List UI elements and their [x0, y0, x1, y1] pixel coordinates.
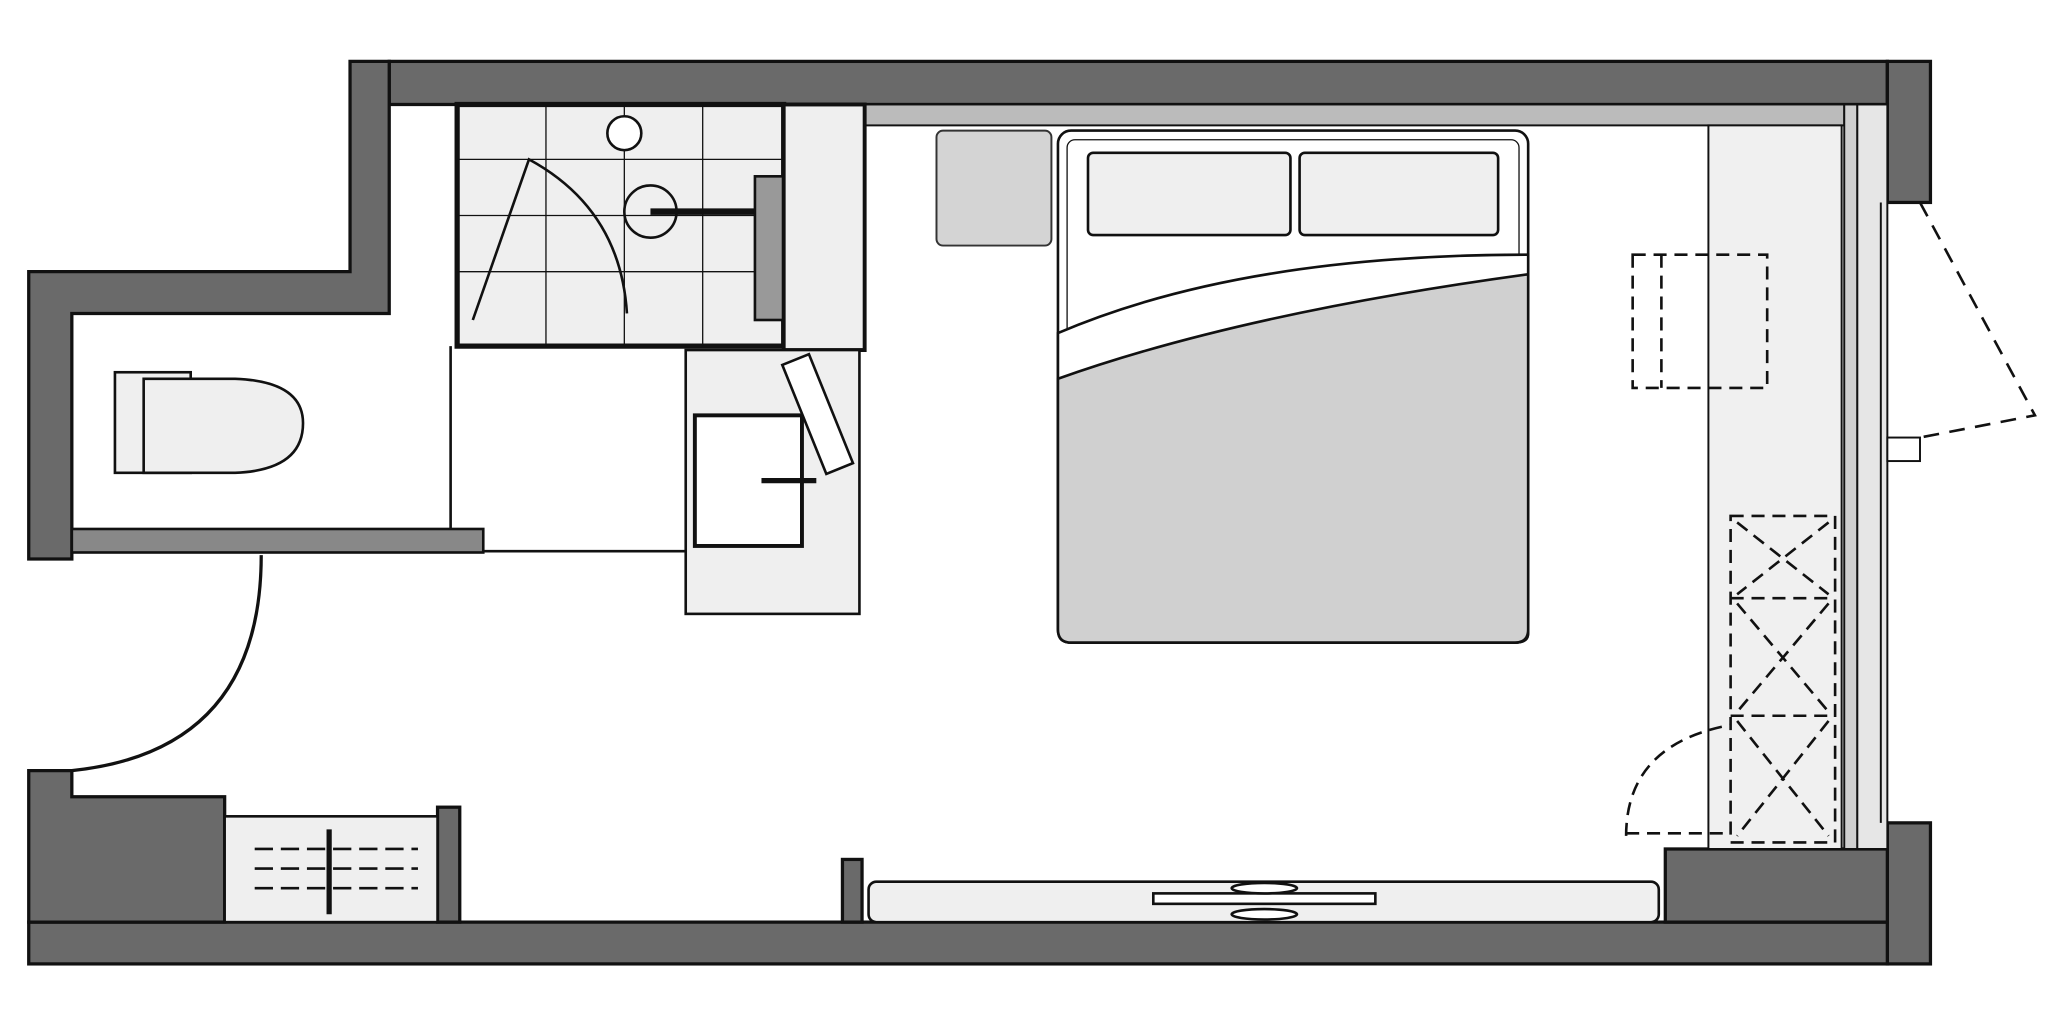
cabinet [781, 102, 867, 352]
toilet-door-swing [71, 555, 263, 773]
header-beam [863, 103, 1846, 127]
pillar-bench [840, 857, 864, 924]
walls [27, 59, 1933, 966]
wall-right-top [1885, 59, 1933, 205]
shower [454, 101, 787, 349]
bench [867, 880, 1661, 924]
shoe-cabinet [223, 815, 439, 924]
wall-top [387, 59, 1889, 107]
closet [1624, 124, 1843, 850]
drain-icon [606, 114, 643, 152]
wall-bottom-left-block [27, 768, 227, 924]
wall-right-bottom [1885, 821, 1933, 966]
closet-door-swing [1624, 723, 1731, 836]
window-swing [1893, 201, 2037, 439]
pillow-right [1298, 151, 1500, 237]
wall-left-upper [27, 59, 391, 561]
wall-corner-bottom-right [1663, 847, 1889, 924]
bed [1056, 129, 1530, 644]
vanity [684, 348, 861, 616]
shower-door-swing [471, 157, 629, 321]
window [1843, 103, 1921, 850]
toilet [113, 370, 305, 475]
pillar-entry [435, 805, 462, 924]
pillow-left [1086, 151, 1292, 237]
wall-bottom [27, 920, 1889, 966]
wall-toilet-bottom [70, 527, 485, 554]
nightstand [935, 129, 1053, 247]
